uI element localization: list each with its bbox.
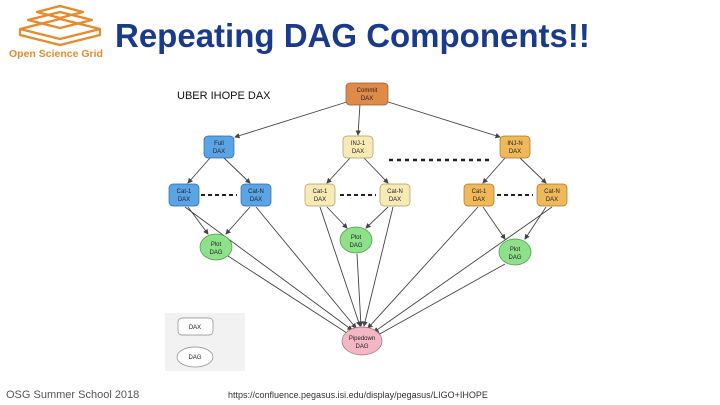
svg-text:DAX: DAX [213,149,225,155]
svg-text:Cat-N: Cat-N [387,189,403,195]
svg-text:Cat-N: Cat-N [248,189,264,195]
diagram-heading: UBER IHOPE DAX [177,90,271,102]
svg-text:Pipedown: Pipedown [349,336,375,342]
svg-text:Commit: Commit [357,88,378,94]
dag-edges [184,100,553,337]
svg-text:DAX: DAX [389,197,401,203]
svg-text:DAX: DAX [473,197,485,203]
node-inj1-dax: INJ-1 DAX [342,135,374,159]
node-commit-dax: Commit DAX [345,82,389,106]
node-plot-injn: Plot DAG [498,238,532,266]
svg-text:INJ-N: INJ-N [507,141,522,147]
node-full-dax: Full DAX [203,135,235,159]
svg-text:Cat-1: Cat-1 [177,189,192,195]
svg-text:DAG: DAG [508,255,521,261]
node-plot-full: Plot DAG [199,233,233,261]
svg-text:Full: Full [214,141,224,147]
page-title: Repeating DAG Components!! [115,17,590,54]
node-cat1-full: Cat-1 DAX [168,183,200,207]
legend-dag: DAG [176,346,214,368]
node-cat1-inj1: Cat-1 DAX [304,183,336,207]
node-cat1-injn: Cat-1 DAX [463,183,495,207]
node-catn-injn: Cat-N DAX [536,183,568,207]
svg-text:Cat-1: Cat-1 [472,189,487,195]
svg-text:DAX: DAX [509,149,521,155]
svg-text:DAX: DAX [546,197,558,203]
svg-text:DAX: DAX [361,96,373,102]
footer-event-label: OSG Summer School 2018 [6,389,140,401]
svg-text:DAX: DAX [352,149,364,155]
footer-source-url: https://confluence.pegasus.isi.edu/displ… [228,390,488,400]
dotted-connectors [201,158,533,196]
svg-text:DAG: DAG [355,344,368,350]
node-catn-full: Cat-N DAX [240,183,272,207]
legend: DAX DAG [165,313,245,371]
svg-text:DAX: DAX [314,197,326,203]
svg-text:Plot: Plot [510,247,521,253]
svg-text:Cat-N: Cat-N [544,189,560,195]
svg-text:DAX: DAX [189,325,201,331]
node-plot-inj1: Plot DAG [339,226,373,254]
svg-text:Plot: Plot [211,242,222,248]
node-injn-dax: INJ-N DAX [499,135,531,159]
legend-dax: DAX [177,317,214,336]
svg-text:DAX: DAX [250,197,262,203]
osg-logo [18,4,102,47]
svg-text:INJ-1: INJ-1 [351,141,366,147]
svg-text:DAG: DAG [209,250,222,256]
svg-text:DAG: DAG [349,243,362,249]
logo-text: Open Science Grid [9,48,103,60]
svg-text:DAX: DAX [178,197,190,203]
node-pipedown-dag: Pipedown DAG [341,326,383,356]
svg-text:DAG: DAG [188,355,201,361]
svg-text:Plot: Plot [351,235,362,241]
svg-text:Cat-1: Cat-1 [313,189,328,195]
node-catn-inj1: Cat-N DAX [379,183,411,207]
